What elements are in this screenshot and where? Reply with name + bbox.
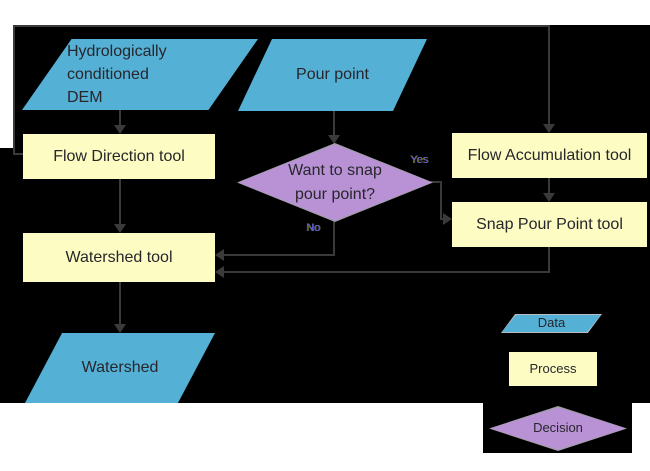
connector-fd-fa-down-vertical xyxy=(548,25,550,125)
connector-yes-h1 xyxy=(430,181,442,183)
arrowhead-snap-into-watershed-tool xyxy=(215,266,224,278)
connector-fd-fa-stub xyxy=(13,153,24,155)
arrowhead-into-snap-pour-point-left xyxy=(443,213,452,225)
legend-decision-label: Decision xyxy=(533,420,583,436)
edge-label-no: No xyxy=(305,222,321,234)
legend-process-shape: Process xyxy=(509,352,597,386)
connector-no-vertical xyxy=(333,221,335,256)
node-snap-pour-point: Snap Pour Point tool xyxy=(452,202,647,247)
node-watershed-tool-label: Watershed tool xyxy=(65,248,173,266)
arrowhead-into-flow-direction xyxy=(114,125,126,134)
node-flow-direction: Flow Direction tool xyxy=(23,134,215,179)
node-decision-label: Want to snap pour point? xyxy=(288,162,382,203)
node-flow-direction-label: Flow Direction tool xyxy=(53,147,185,165)
legend-data-fill xyxy=(502,315,601,332)
arrowhead-into-flow-accumulation xyxy=(543,124,555,133)
node-watershed: Watershed xyxy=(25,333,215,403)
node-dem-label: Hydrologically conditioned DEM xyxy=(67,42,167,107)
connector-snap-watershed-vertical xyxy=(548,247,550,273)
node-watershed-tool: Watershed tool xyxy=(23,233,215,282)
arrowhead-into-watershed-tool-top xyxy=(114,224,126,233)
legend-data-label: Data xyxy=(537,315,566,331)
connector-fd-fa-left-vertical xyxy=(13,25,15,155)
arrowhead-into-snap-pour-point-top xyxy=(543,193,555,202)
connector-no-horizontal xyxy=(223,254,335,256)
arrowhead-no-into-watershed-tool xyxy=(215,249,224,261)
connector-snap-watershed-horizontal xyxy=(223,271,550,273)
connector-yes-vertical xyxy=(440,181,442,220)
edge-label-yes: Yes xyxy=(410,154,428,166)
legend-data-shape: Data xyxy=(501,314,602,333)
node-pour-point-label: Pour point xyxy=(296,66,369,84)
connector-fd-watershed-tool xyxy=(119,179,121,225)
connector-dem-fd xyxy=(119,110,121,126)
node-pour-point: Pour point xyxy=(238,39,427,111)
connector-fa-snap xyxy=(548,178,550,194)
node-flow-accumulation: Flow Accumulation tool xyxy=(452,133,647,178)
arrowhead-into-decision xyxy=(328,135,340,144)
node-watershed-label: Watershed xyxy=(81,359,159,377)
connector-fd-fa-top-horizontal xyxy=(13,25,550,27)
arrowhead-into-watershed xyxy=(114,324,126,333)
connector-pour-decision xyxy=(333,111,335,139)
node-snap-pour-point-label: Snap Pour Point tool xyxy=(476,215,623,233)
node-flow-accumulation-label: Flow Accumulation tool xyxy=(467,146,632,164)
legend-process-label: Process xyxy=(529,360,577,376)
connector-watershed-tool-watershed xyxy=(119,282,121,326)
